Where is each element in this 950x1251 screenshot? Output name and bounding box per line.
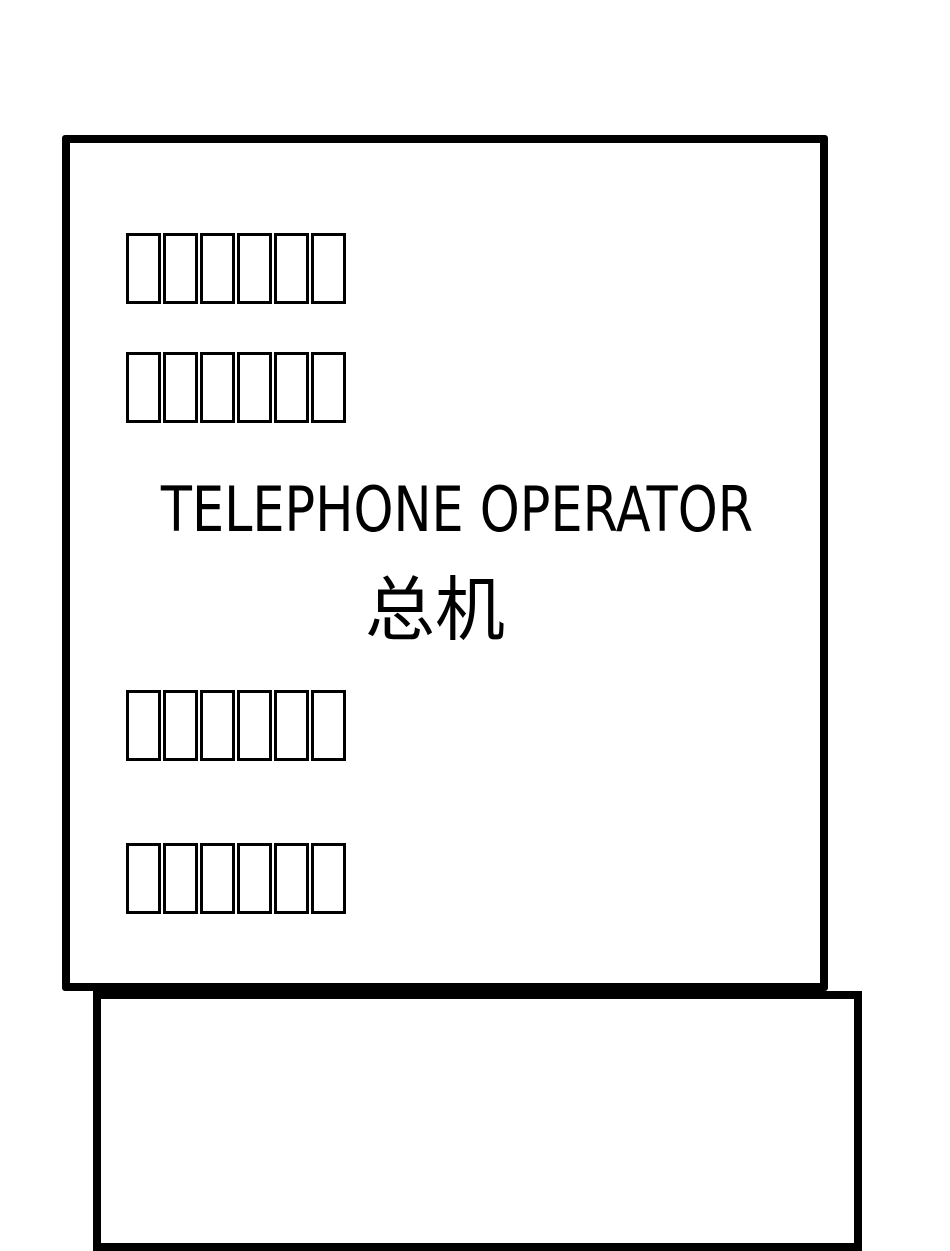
missing-glyph-box bbox=[126, 352, 161, 423]
missing-glyph-row-2 bbox=[126, 352, 346, 423]
missing-glyph-box bbox=[311, 843, 346, 914]
missing-glyph-box bbox=[237, 690, 272, 761]
missing-glyph-box bbox=[163, 690, 198, 761]
missing-glyph-box bbox=[126, 233, 161, 304]
missing-glyph-box bbox=[237, 843, 272, 914]
missing-glyph-box bbox=[311, 352, 346, 423]
missing-glyph-row-3 bbox=[126, 690, 346, 761]
missing-glyph-box bbox=[237, 233, 272, 304]
missing-glyph-box bbox=[200, 233, 235, 304]
missing-glyph-box bbox=[200, 352, 235, 423]
missing-glyph-box bbox=[200, 690, 235, 761]
missing-glyph-box bbox=[163, 843, 198, 914]
missing-glyph-box bbox=[311, 233, 346, 304]
missing-glyph-box bbox=[274, 843, 309, 914]
missing-glyph-box bbox=[126, 843, 161, 914]
missing-glyph-row-4 bbox=[126, 843, 346, 914]
missing-glyph-box bbox=[274, 233, 309, 304]
missing-glyph-box bbox=[311, 690, 346, 761]
missing-glyph-box bbox=[126, 690, 161, 761]
missing-glyph-box bbox=[200, 843, 235, 914]
missing-glyph-box bbox=[237, 352, 272, 423]
missing-glyph-box bbox=[274, 352, 309, 423]
missing-glyph-box bbox=[163, 352, 198, 423]
missing-glyph-box bbox=[163, 233, 198, 304]
missing-glyph-box bbox=[274, 690, 309, 761]
missing-glyph-row-1 bbox=[126, 233, 346, 304]
sign-panel bbox=[62, 135, 828, 991]
sign-base-panel bbox=[93, 991, 862, 1251]
title-chinese: 总机 bbox=[365, 569, 505, 651]
title-english: TELEPHONE OPERATOR bbox=[160, 473, 754, 546]
